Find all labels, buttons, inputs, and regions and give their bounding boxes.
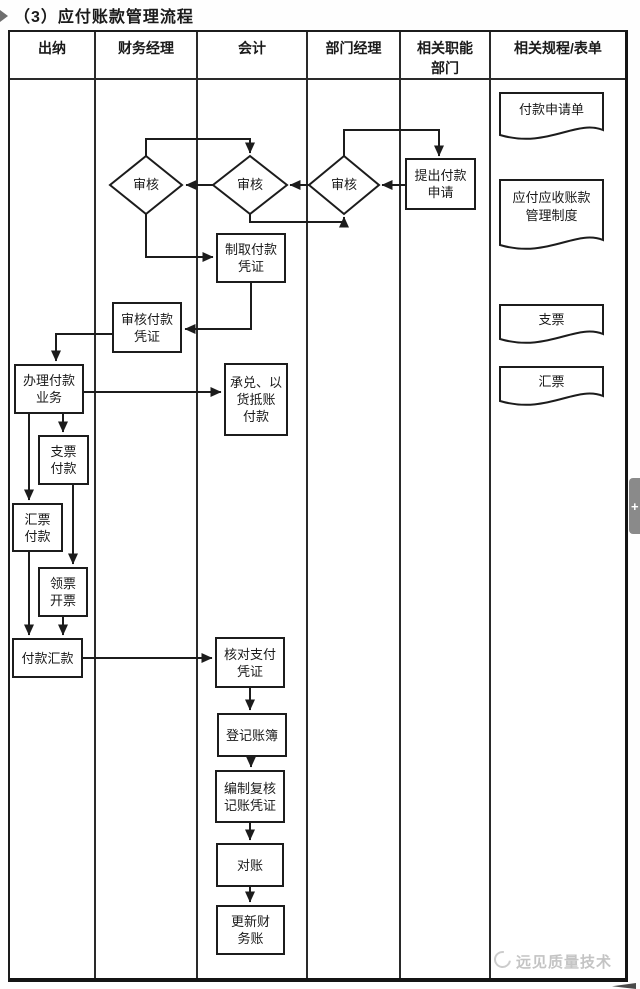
page-title: （3）应付账款管理流程 bbox=[14, 9, 194, 26]
header-dept-manager: 部门经理 bbox=[325, 40, 382, 56]
header-accountant: 会计 bbox=[238, 40, 266, 56]
node-compile-voucher: 编制复核 记账凭证 bbox=[215, 770, 285, 823]
node-acceptance-payment: 承兑、以 货抵账 付款 bbox=[224, 363, 288, 436]
node-pay-remit: 付款汇款 bbox=[12, 638, 83, 678]
column-divider-3 bbox=[306, 32, 308, 978]
node-propose-payment: 提出付款 申请 bbox=[405, 158, 476, 210]
node-reconcile: 对账 bbox=[216, 843, 284, 887]
connector-audit1-return-to-propose bbox=[343, 129, 444, 157]
document-shape-management-system bbox=[499, 179, 604, 250]
connector-audit3-return-to-audit2 bbox=[145, 138, 255, 156]
header-finance-manager: 财务经理 bbox=[118, 40, 174, 56]
label-audit-finance-manager: 审核 bbox=[132, 177, 159, 192]
node-draft-payment: 汇票 付款 bbox=[12, 503, 63, 552]
label-draft: 汇票 bbox=[538, 374, 565, 389]
document-shape-draft bbox=[499, 366, 604, 406]
document-shape-cheque bbox=[499, 304, 604, 344]
column-divider-2 bbox=[196, 32, 198, 978]
watermark-text: 远见质量技术 bbox=[516, 953, 613, 971]
label-audit-dept-manager: 审核 bbox=[330, 177, 357, 192]
label-audit-accountant: 审核 bbox=[236, 177, 263, 192]
diamond-audit-accountant bbox=[211, 154, 289, 216]
column-divider-1 bbox=[94, 32, 96, 978]
node-cheque-payment: 支票 付款 bbox=[38, 435, 89, 485]
node-review-voucher: 审核付款 凭证 bbox=[112, 302, 182, 353]
connector-make-voucher-to-review-voucher bbox=[184, 283, 252, 334]
side-expand-tab[interactable]: + bbox=[629, 478, 640, 534]
node-ticket-issue: 领票 开票 bbox=[38, 567, 88, 617]
diamond-audit-dept-manager bbox=[307, 154, 381, 216]
node-verify-voucher: 核对支付 凭证 bbox=[215, 637, 285, 688]
document-shape-payment-request-form bbox=[499, 92, 604, 140]
header-related-depts: 相关职能 部门 bbox=[417, 40, 473, 76]
bullet-arrow-icon bbox=[0, 10, 8, 22]
header-cashier: 出纳 bbox=[38, 40, 66, 56]
column-divider-5 bbox=[489, 32, 491, 978]
header-underline bbox=[10, 78, 625, 80]
connector-audit3-to-make-voucher bbox=[145, 214, 214, 262]
diamond-audit-finance-manager bbox=[108, 154, 184, 216]
node-make-voucher: 制取付款 凭证 bbox=[216, 233, 286, 283]
corner-cursor-mark bbox=[612, 983, 636, 989]
plus-icon: + bbox=[631, 498, 639, 514]
node-handle-payment: 办理付款 业务 bbox=[14, 364, 84, 414]
node-update-accounts: 更新财 务账 bbox=[216, 905, 285, 955]
label-management-system: 应付应收账款 管理制度 bbox=[512, 190, 591, 223]
connector-review-voucher-to-handle-payment bbox=[51, 333, 112, 362]
label-cheque: 支票 bbox=[538, 312, 565, 327]
connector-audit2-return-to-audit1 bbox=[249, 214, 349, 228]
header-related-forms: 相关规程/表单 bbox=[514, 40, 602, 56]
node-register-books: 登记账簿 bbox=[217, 713, 287, 757]
label-payment-request-form: 付款申请单 bbox=[518, 102, 584, 117]
column-divider-4 bbox=[399, 32, 401, 978]
